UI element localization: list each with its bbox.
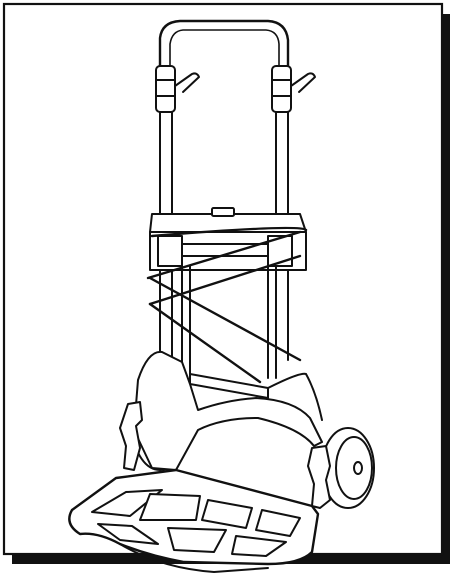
frame-border xyxy=(2,2,444,556)
wheel-bracket-right xyxy=(307,445,331,509)
handle-loop xyxy=(158,19,290,74)
grip-left xyxy=(155,65,200,113)
grip-right xyxy=(271,65,316,113)
wheel-bracket-left xyxy=(119,401,143,471)
toe-plate xyxy=(68,468,320,573)
axle-frame xyxy=(133,350,323,471)
bungee-cord xyxy=(146,226,308,384)
hand-truck xyxy=(68,19,375,573)
wheel-right xyxy=(321,427,375,509)
lower-frame xyxy=(181,265,277,399)
